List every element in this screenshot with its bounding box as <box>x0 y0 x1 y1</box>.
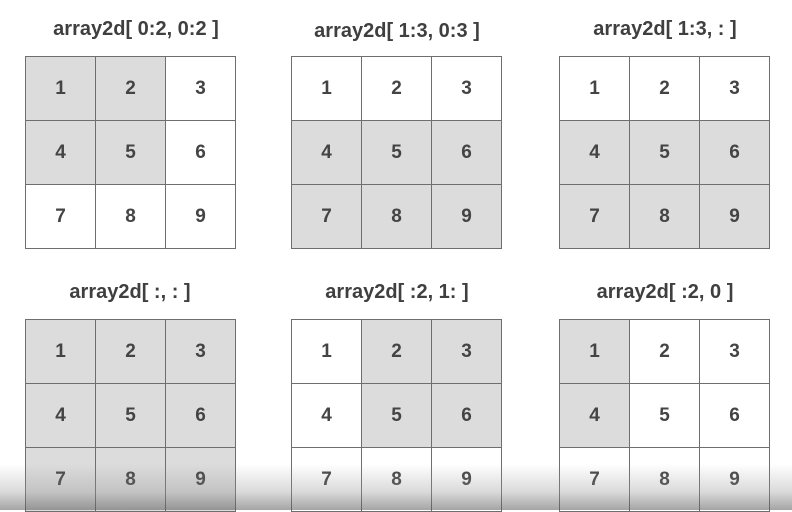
slice-expression-title: array2d[ 1:3, : ] <box>593 18 737 40</box>
selected-cell: 1 <box>26 320 96 384</box>
selected-cell: 8 <box>362 185 432 249</box>
selected-cell: 6 <box>432 121 502 185</box>
unselected-cell: 9 <box>166 185 236 249</box>
selected-cell: 3 <box>166 320 236 384</box>
unselected-cell: 6 <box>700 384 770 448</box>
unselected-cell: 9 <box>700 448 770 512</box>
unselected-cell: 8 <box>96 185 166 249</box>
slice-expression-title: array2d[ :2, 1: ] <box>325 281 469 303</box>
selected-cell: 3 <box>432 320 502 384</box>
unselected-cell: 2 <box>630 320 700 384</box>
selected-cell: 2 <box>362 320 432 384</box>
selected-cell: 5 <box>96 121 166 185</box>
selected-cell: 6 <box>432 384 502 448</box>
slice-expression-title: array2d[ 0:2, 0:2 ] <box>53 18 219 40</box>
unselected-cell: 3 <box>700 57 770 121</box>
unselected-cell: 3 <box>166 57 236 121</box>
selected-cell: 2 <box>96 57 166 121</box>
unselected-cell: 7 <box>292 448 362 512</box>
unselected-cell: 4 <box>292 384 362 448</box>
unselected-cell: 9 <box>432 448 502 512</box>
selected-cell: 9 <box>166 448 236 512</box>
selected-cell: 6 <box>166 384 236 448</box>
selected-cell: 5 <box>630 121 700 185</box>
slice-expression-title: array2d[ :2, 0 ] <box>596 281 734 303</box>
selected-cell: 4 <box>26 121 96 185</box>
selected-cell: 4 <box>26 384 96 448</box>
unselected-cell: 1 <box>560 57 630 121</box>
selected-cell: 5 <box>362 121 432 185</box>
unselected-cell: 1 <box>292 320 362 384</box>
selected-cell: 9 <box>432 185 502 249</box>
unselected-cell: 5 <box>630 384 700 448</box>
selected-cell: 7 <box>560 185 630 249</box>
unselected-cell: 6 <box>166 121 236 185</box>
slice-expression-title: array2d[ 1:3, 0:3 ] <box>314 20 480 42</box>
unselected-cell: 7 <box>560 448 630 512</box>
slice-expression-title: array2d[ :, : ] <box>69 281 191 303</box>
selected-cell: 8 <box>96 448 166 512</box>
unselected-cell: 2 <box>362 57 432 121</box>
selected-cell: 1 <box>26 57 96 121</box>
selected-cell: 8 <box>630 185 700 249</box>
unselected-cell: 8 <box>362 448 432 512</box>
selected-cell: 7 <box>26 448 96 512</box>
selected-cell: 5 <box>96 384 166 448</box>
selected-cell: 7 <box>292 185 362 249</box>
selected-cell: 1 <box>560 320 630 384</box>
selected-cell: 6 <box>700 121 770 185</box>
unselected-cell: 7 <box>26 185 96 249</box>
selected-cell: 9 <box>700 185 770 249</box>
selected-cell: 4 <box>560 121 630 185</box>
unselected-cell: 1 <box>292 57 362 121</box>
unselected-cell: 3 <box>432 57 502 121</box>
selected-cell: 5 <box>362 384 432 448</box>
selected-cell: 4 <box>560 384 630 448</box>
unselected-cell: 2 <box>630 57 700 121</box>
unselected-cell: 3 <box>700 320 770 384</box>
selected-cell: 2 <box>96 320 166 384</box>
unselected-cell: 8 <box>630 448 700 512</box>
selected-cell: 4 <box>292 121 362 185</box>
